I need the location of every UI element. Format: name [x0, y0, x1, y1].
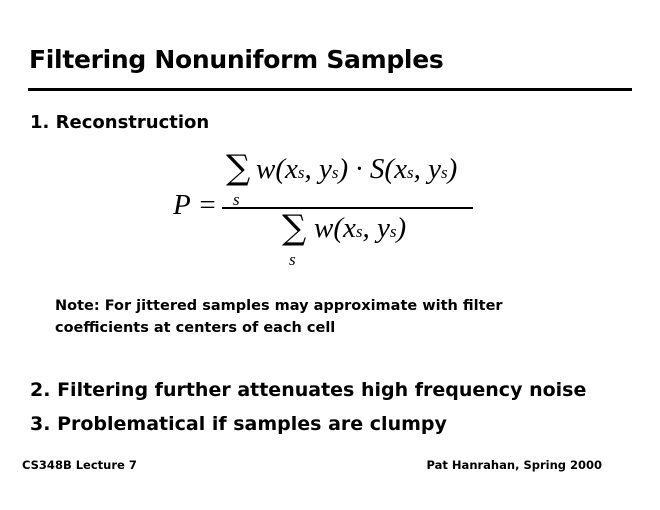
numerator-sum-symbol: ∑ — [226, 148, 251, 188]
title-rule — [28, 88, 632, 91]
list-item-1: 1. Reconstruction — [30, 112, 209, 133]
item-number: 2. — [30, 379, 51, 401]
item-label: Reconstruction — [55, 112, 210, 133]
footer-course: CS348B Lecture 7 — [22, 458, 137, 472]
denominator-sum-symbol: ∑ — [282, 208, 307, 248]
numerator-sum-index: s — [233, 190, 240, 209]
formula-denominator: w(xs, ys) — [314, 212, 407, 244]
formula-numerator: w(xs, ys) · S(xs, ys) — [256, 153, 458, 185]
slide-title: Filtering Nonuniform Samples — [29, 45, 444, 74]
list-item-3: 3. Problematical if samples are clumpy — [30, 413, 447, 435]
list-item-2: 2. Filtering further attenuates high fre… — [30, 379, 586, 401]
footer-author: Pat Hanrahan, Spring 2000 — [426, 458, 602, 472]
denominator-sum-index: s — [289, 250, 296, 269]
item-label: Problematical if samples are clumpy — [57, 413, 447, 435]
item-label: Filtering further attenuates high freque… — [57, 379, 587, 401]
item-number: 1. — [30, 112, 50, 133]
note-line-2: coefficients at centers of each cell — [55, 320, 336, 336]
note-line-1: Note: For jittered samples may approxima… — [55, 298, 503, 314]
fraction-bar — [222, 207, 473, 209]
formula-lhs: P = — [173, 189, 218, 221]
item-number: 3. — [30, 413, 51, 435]
